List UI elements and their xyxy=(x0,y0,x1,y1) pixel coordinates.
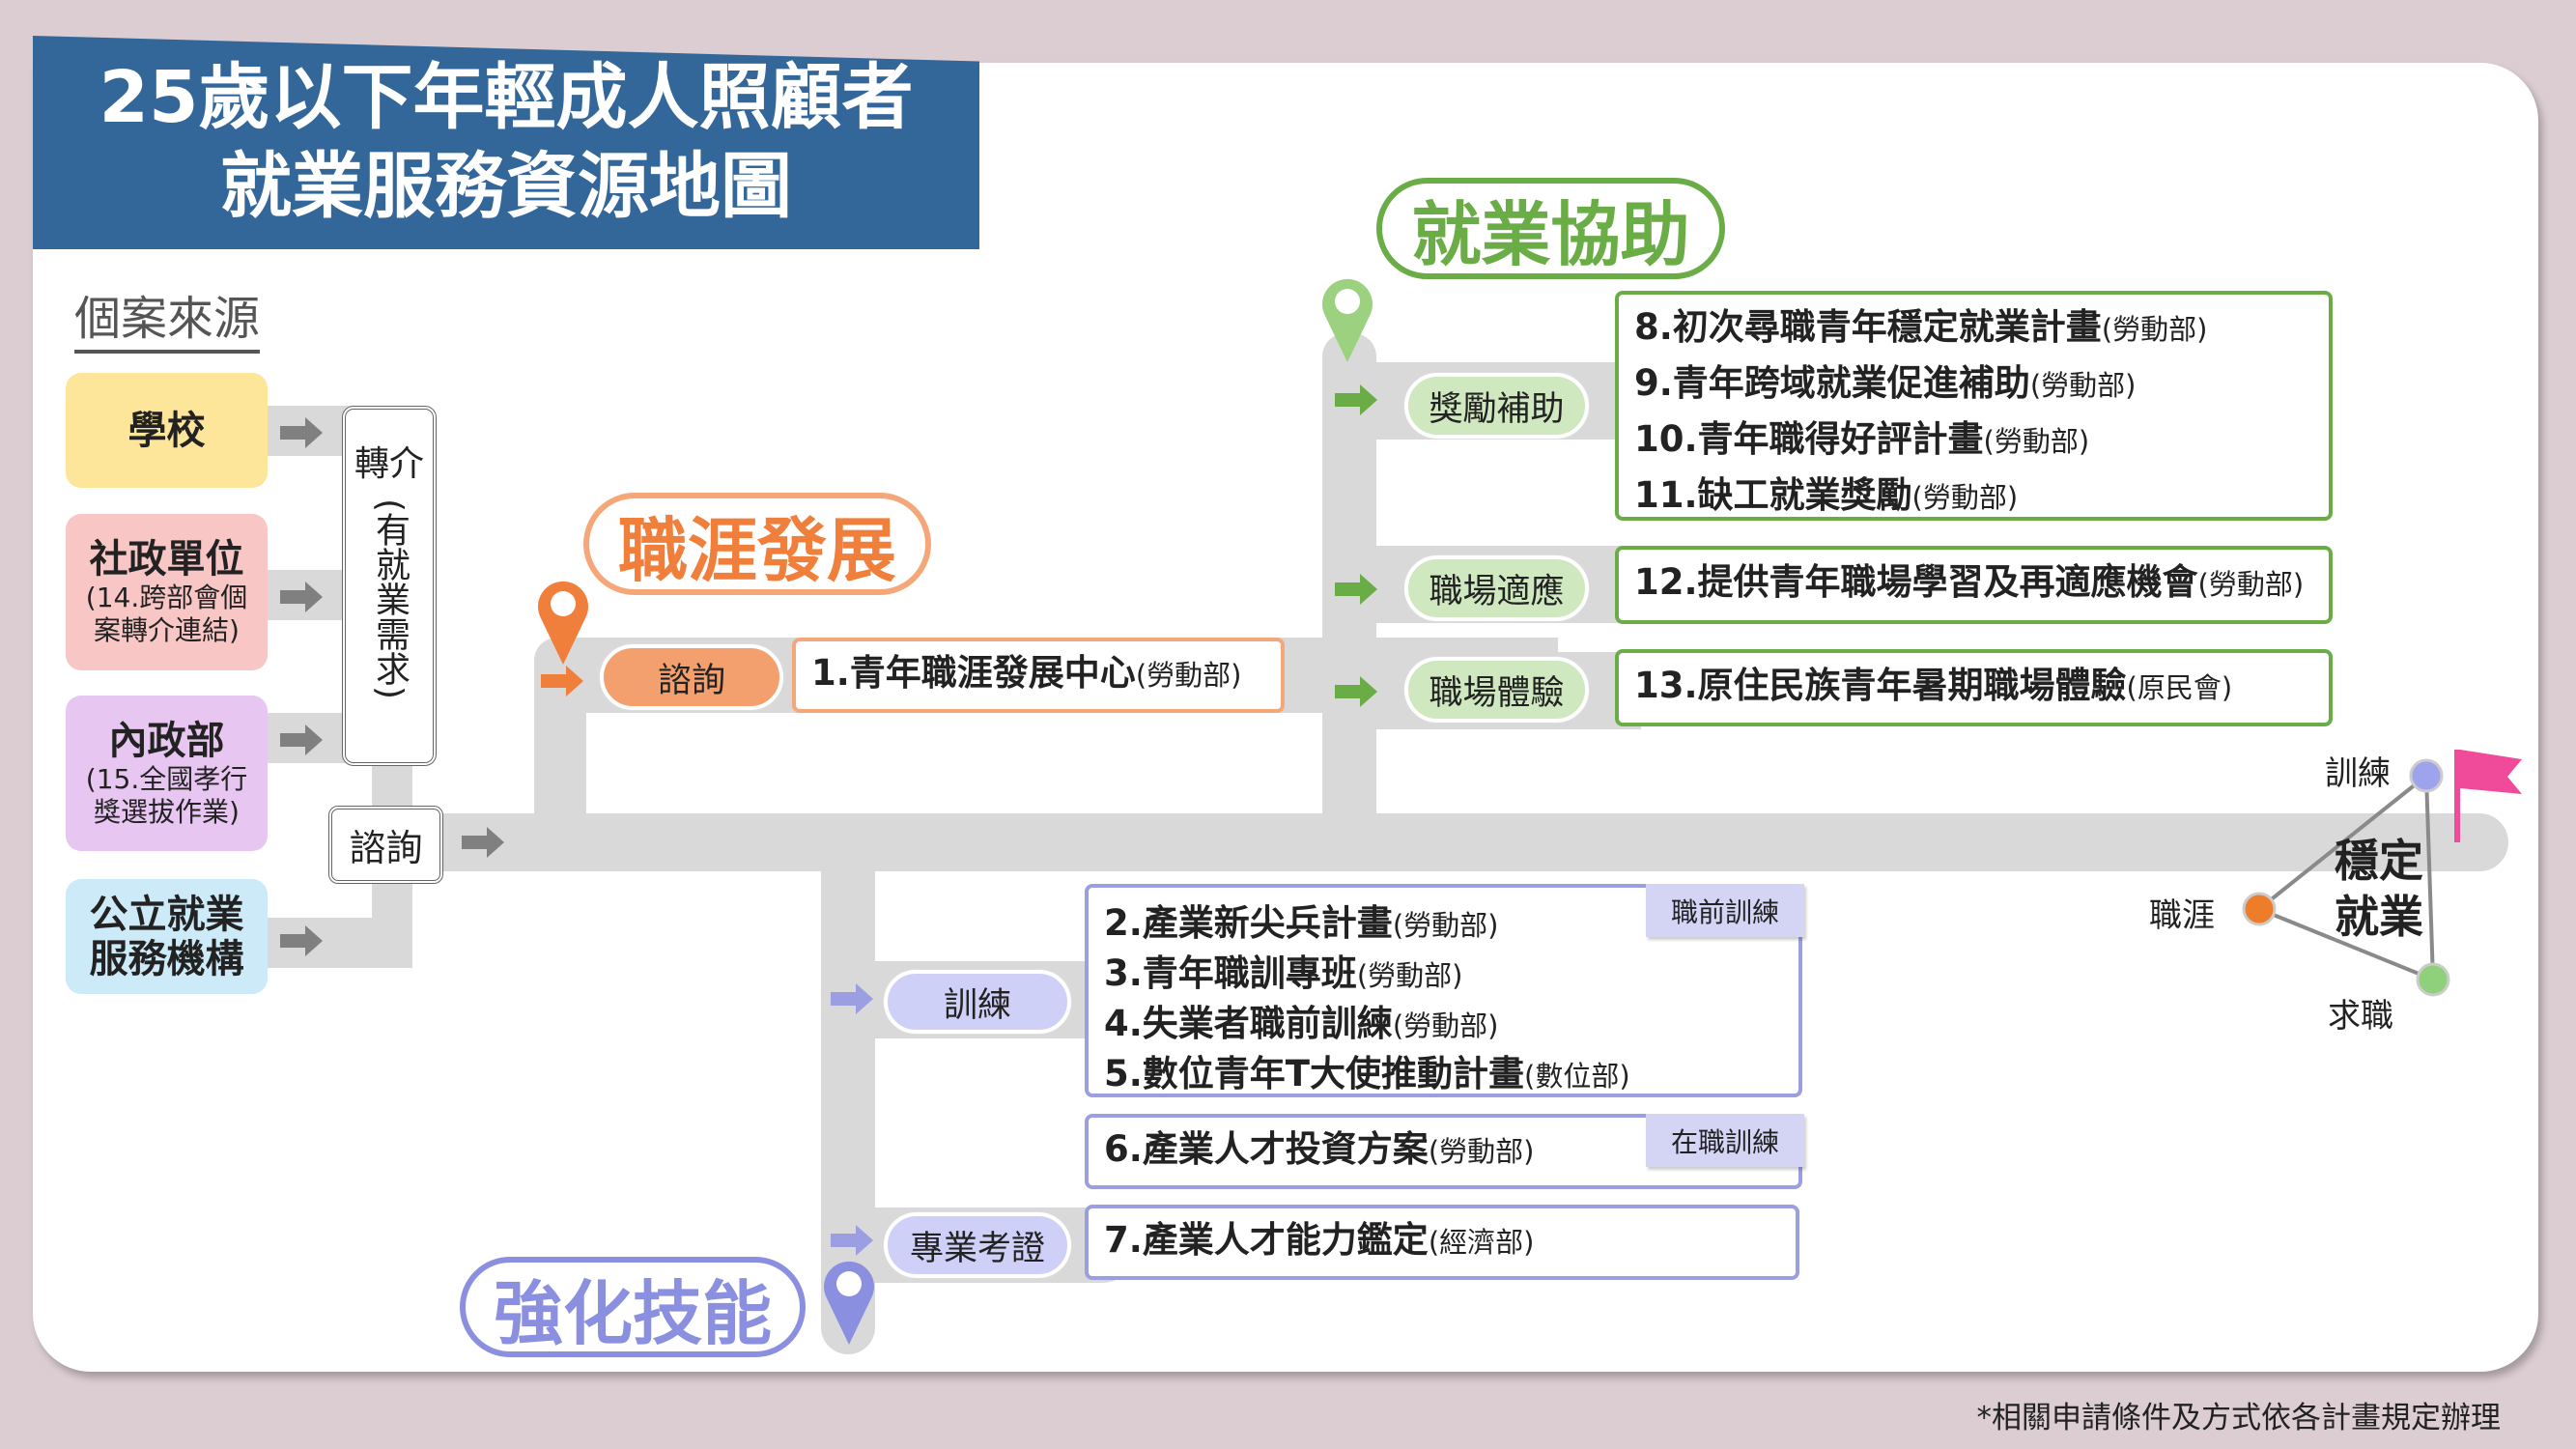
item-agency: (勞動部) xyxy=(1983,425,2090,458)
item-name: 7.產業人才能力鑑定 xyxy=(1104,1219,1429,1261)
certification-pill: 專業考證 xyxy=(884,1212,1071,1278)
list-item: 9.青年跨域就業促進補助(勞動部) xyxy=(1634,356,2313,412)
source-label: 社政單位 xyxy=(89,537,244,582)
list-item: 3.青年職訓專班(勞動部) xyxy=(1104,950,1783,1000)
title-line-2: 就業服務資源地圖 xyxy=(220,145,792,228)
item-agency: (勞動部) xyxy=(1428,1135,1535,1168)
item-name: 5.數位青年T大使推動計畫 xyxy=(1104,1053,1525,1094)
item-name: 8.初次尋職青年穩定就業計畫 xyxy=(1634,306,2102,348)
certification-item: 7.產業人才能力鑑定(經濟部) xyxy=(1085,1205,1799,1280)
goal-node-training: 訓練 xyxy=(2325,754,2391,793)
source-label: 公立就業服務機構 xyxy=(89,892,244,981)
training-node-icon xyxy=(2409,758,2444,793)
lavender-pin-icon xyxy=(824,1261,874,1345)
item-name: 3.青年職訓專班 xyxy=(1104,952,1357,994)
flag-icon xyxy=(2454,750,2522,842)
item-agency: (原民會) xyxy=(2126,671,2233,704)
item-agency: (勞動部) xyxy=(2197,568,2305,601)
title-banner: 25歲以下年輕成人照顧者 就業服務資源地圖 xyxy=(33,36,979,249)
arrow-icon xyxy=(1335,384,1377,415)
employment-item: 12.提供青年職場學習及再適應機會(勞動部) xyxy=(1615,546,2333,624)
onjob-training-tag: 在職訓練 xyxy=(1646,1114,1804,1167)
list-item: 2.產業新尖兵計畫(勞動部) xyxy=(1104,899,1783,950)
arrow-icon xyxy=(541,666,583,696)
item-name: 6.產業人才投資方案 xyxy=(1104,1128,1429,1170)
employment-item: 13.原住民族青年暑期職場體驗(原民會) xyxy=(1615,649,2333,726)
source-note: (15.全國孝行獎選拔作業) xyxy=(85,762,248,828)
employment-items-box: 8.初次尋職青年穩定就業計畫(勞動部) 9.青年跨域就業促進補助(勞動部) 10… xyxy=(1615,291,2333,521)
arrow-icon xyxy=(280,582,323,612)
pre-training-tag: 職前訓練 xyxy=(1646,884,1804,937)
career-item: 1.青年職涯發展中心(勞動部) xyxy=(792,638,1285,713)
footnote: *相關申請條件及方式依各計畫規定辦理 xyxy=(1976,1401,2502,1435)
source-note: (14.跨部會個案轉介連結) xyxy=(85,582,248,646)
source-label: 內政部 xyxy=(108,718,225,763)
skills-title: 強化技能 xyxy=(460,1257,806,1357)
main-road xyxy=(443,813,2508,871)
list-item: 10.青年職得好評計畫(勞動部) xyxy=(1634,412,2313,469)
item-agency: (勞動部) xyxy=(1911,481,2019,514)
item-name: 13.原住民族青年暑期職場體驗 xyxy=(1634,665,2127,706)
career-node-icon xyxy=(2242,892,2277,926)
list-item: 11.缺工就業獎勵(勞動部) xyxy=(1634,469,2313,525)
employment-pill: 獎勵補助 xyxy=(1404,373,1589,439)
employment-title: 就業協助 xyxy=(1376,178,1725,279)
arrow-icon xyxy=(1335,574,1377,605)
item-name: 10.青年職得好評計畫 xyxy=(1634,418,1984,460)
goal-triangle xyxy=(2257,774,2435,981)
item-name: 4.失業者職前訓練 xyxy=(1104,1003,1393,1044)
consult-hub: 諮詢 xyxy=(328,806,443,884)
arrow-icon xyxy=(462,827,504,858)
referral-label: 轉介 xyxy=(354,444,424,484)
source-heading: 個案來源 xyxy=(74,280,261,354)
item-name: 9.青年跨域就業促進補助 xyxy=(1634,362,2030,404)
item-name: 1.青年職涯發展中心 xyxy=(811,652,1136,694)
arrow-icon xyxy=(1335,676,1377,707)
item-agency: (勞動部) xyxy=(2029,369,2137,402)
item-name: 11.缺工就業獎勵 xyxy=(1634,474,1912,516)
source-public-employment: 公立就業服務機構 xyxy=(66,879,268,994)
item-agency: (數位部) xyxy=(1524,1060,1630,1093)
source-interior: 內政部(15.全國孝行獎選拔作業) xyxy=(66,696,268,851)
item-agency: (勞動部) xyxy=(2101,313,2208,346)
source-label: 學校 xyxy=(127,408,206,453)
list-item: 4.失業者職前訓練(勞動部) xyxy=(1104,1000,1783,1050)
list-item: 8.初次尋職青年穩定就業計畫(勞動部) xyxy=(1634,300,2313,356)
item-agency: (經濟部) xyxy=(1428,1226,1535,1259)
item-agency: (勞動部) xyxy=(1135,659,1242,692)
arrow-icon xyxy=(831,1225,873,1256)
item-agency: (勞動部) xyxy=(1392,1009,1499,1042)
item-name: 12.提供青年職場學習及再適應機會 xyxy=(1634,561,2198,603)
source-school: 學校 xyxy=(66,373,268,488)
title-line-1: 25歲以下年輕成人照顧者 xyxy=(99,56,914,139)
green-pin-icon xyxy=(1322,278,1373,362)
employment-pill: 職場體驗 xyxy=(1404,657,1589,723)
orange-pin-icon xyxy=(538,581,588,665)
training-pill: 訓練 xyxy=(884,970,1071,1034)
arrow-icon xyxy=(280,417,323,448)
job-node-icon xyxy=(2416,962,2450,997)
career-consult-pill: 諮詢 xyxy=(600,644,783,710)
goal-node-job: 求職 xyxy=(2328,997,2393,1036)
arrow-icon xyxy=(280,925,323,956)
goal-center: 穩定就業 xyxy=(2335,835,2423,943)
career-title: 職涯發展 xyxy=(583,493,931,595)
item-name: 2.產業新尖兵計畫 xyxy=(1104,902,1393,944)
item-agency: (勞動部) xyxy=(1392,909,1499,942)
goal-node-career: 職涯 xyxy=(2149,896,2215,935)
source-social: 社政單位(14.跨部會個案轉介連結) xyxy=(66,514,268,670)
referral-box: 轉介 (有就業需求) xyxy=(342,406,437,766)
arrow-icon xyxy=(280,724,323,755)
referral-note: (有就業需求) xyxy=(370,497,410,700)
arrow-icon xyxy=(831,983,873,1014)
list-item: 5.數位青年T大使推動計畫(數位部) xyxy=(1104,1050,1783,1100)
employment-pill: 職場適應 xyxy=(1404,555,1589,621)
item-agency: (勞動部) xyxy=(1356,959,1463,992)
